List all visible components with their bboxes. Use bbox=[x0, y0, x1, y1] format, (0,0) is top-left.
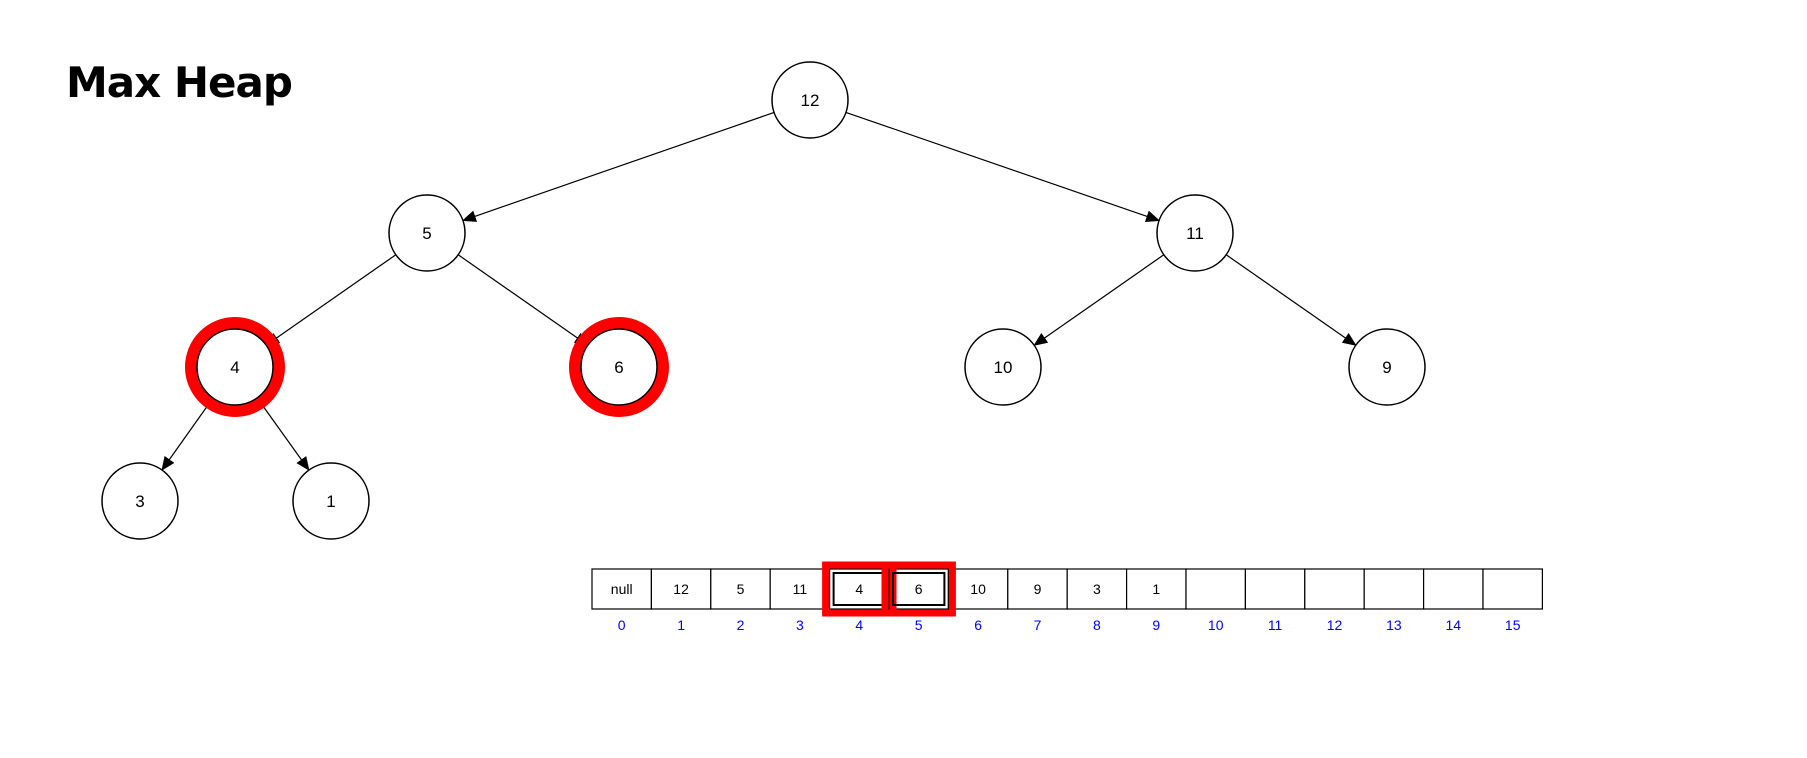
array-cell-value: 10 bbox=[970, 581, 986, 597]
tree-node: 10 bbox=[964, 328, 1042, 406]
tree-nodes: 12 5 11 4 6 10 9 3 1 bbox=[101, 61, 1426, 540]
array-highlight-inner bbox=[892, 572, 946, 606]
tree-node: 3 bbox=[101, 462, 179, 540]
array-index: 0 bbox=[618, 617, 626, 633]
tree-node: 9 bbox=[1348, 328, 1426, 406]
edge-n4-n3 bbox=[161, 397, 214, 471]
page-title: Max Heap bbox=[66, 58, 293, 107]
node-label: 9 bbox=[1382, 358, 1391, 377]
edge-n12-n11 bbox=[845, 111, 1161, 223]
array-cell-value: 12 bbox=[673, 581, 689, 597]
array-index: 15 bbox=[1505, 617, 1521, 633]
array-index: 6 bbox=[974, 617, 982, 633]
array-cell-value: 4 bbox=[855, 581, 863, 597]
array-index: 4 bbox=[855, 617, 863, 633]
tree-node: 4 bbox=[185, 317, 285, 417]
array-cell-value: 6 bbox=[915, 581, 923, 597]
node-label: 11 bbox=[1186, 224, 1204, 243]
array-cell-value: 3 bbox=[1093, 581, 1101, 597]
array-index: 8 bbox=[1093, 617, 1101, 633]
array-cell bbox=[1185, 568, 1247, 610]
array-cell bbox=[1066, 568, 1128, 610]
highlight-ring bbox=[569, 317, 669, 417]
array-cell bbox=[769, 568, 831, 610]
array-cell-value: 1 bbox=[1152, 581, 1160, 597]
node-label: 10 bbox=[994, 358, 1013, 377]
node-circle bbox=[101, 462, 179, 540]
array-index: 10 bbox=[1208, 617, 1224, 633]
node-circle bbox=[388, 194, 466, 272]
array-cell bbox=[591, 568, 653, 610]
array-cell-value: null bbox=[611, 581, 633, 597]
edge-n5-n6 bbox=[457, 254, 589, 346]
array-cell-value: 5 bbox=[737, 581, 745, 597]
tree-node: 12 bbox=[771, 61, 849, 139]
array-cell bbox=[947, 568, 1009, 610]
tree-node: 5 bbox=[388, 194, 466, 272]
node-label: 1 bbox=[326, 492, 335, 511]
node-label: 4 bbox=[230, 358, 239, 377]
highlight-ring bbox=[185, 317, 285, 417]
node-label: 12 bbox=[801, 91, 820, 110]
edge-n4-n1 bbox=[256, 397, 310, 471]
array-index: 1 bbox=[677, 617, 685, 633]
array-index: 9 bbox=[1152, 617, 1160, 633]
node-label: 5 bbox=[422, 224, 431, 243]
array-index: 13 bbox=[1386, 617, 1402, 633]
array-index: 12 bbox=[1327, 617, 1343, 633]
array-index: 7 bbox=[1034, 617, 1042, 633]
array-cell bbox=[1007, 568, 1068, 610]
edge-n11-n10 bbox=[1033, 254, 1165, 346]
array-cell bbox=[1244, 568, 1306, 610]
tree-edges bbox=[161, 111, 1357, 471]
array-cell bbox=[888, 568, 950, 610]
edge-n12-n5 bbox=[461, 111, 775, 222]
array-highlight bbox=[881, 561, 956, 617]
array-cell-value: 11 bbox=[793, 581, 808, 597]
node-label: 3 bbox=[135, 492, 144, 511]
array-cell bbox=[1304, 568, 1365, 610]
node-circle bbox=[964, 328, 1042, 406]
array-cell-value: 9 bbox=[1034, 581, 1042, 597]
array-cell bbox=[1482, 568, 1544, 610]
node-circle bbox=[196, 328, 274, 406]
edge-n11-n9 bbox=[1225, 254, 1357, 346]
tree-node: 6 bbox=[569, 317, 669, 417]
array-index: 2 bbox=[737, 617, 745, 633]
node-circle bbox=[1156, 194, 1234, 272]
node-circle bbox=[580, 328, 658, 406]
edge-n5-n4 bbox=[265, 254, 397, 346]
array-cell bbox=[1125, 568, 1187, 610]
array-index: 11 bbox=[1268, 617, 1283, 633]
node-circle bbox=[1348, 328, 1426, 406]
array-cell bbox=[650, 568, 712, 610]
array-index: 14 bbox=[1446, 617, 1462, 633]
array-cell bbox=[1363, 568, 1425, 610]
node-circle bbox=[771, 61, 849, 139]
array-cell bbox=[1422, 568, 1484, 610]
tree-node: 11 bbox=[1156, 194, 1234, 272]
array-index: 5 bbox=[915, 617, 923, 633]
node-label: 6 bbox=[614, 358, 623, 377]
array-index: 3 bbox=[796, 617, 804, 633]
node-circle bbox=[292, 462, 370, 540]
tree-node: 1 bbox=[292, 462, 370, 540]
